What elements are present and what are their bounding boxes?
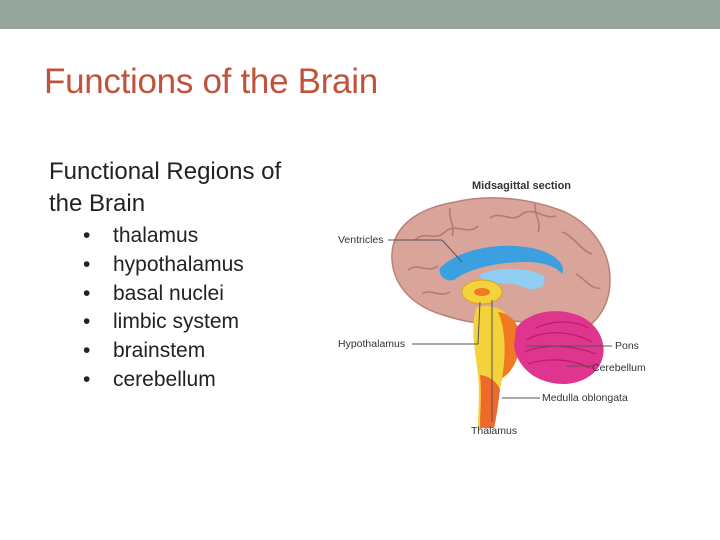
label-thalamus: Thalamus (471, 425, 518, 437)
bullet-text: cerebellum (113, 367, 216, 391)
bullet-text: thalamus (113, 224, 199, 247)
bullet-item: • limbic system (83, 308, 244, 337)
section-heading: Functional Regions of the Brain (49, 156, 319, 220)
bullet-icon: • (83, 339, 91, 363)
bullet-icon: • (83, 281, 91, 305)
label-cerebellum: Cerebellum (592, 362, 646, 374)
bullet-item: • thalamus (83, 222, 244, 251)
medulla-shape (480, 375, 500, 428)
label-ventricles: Ventricles (338, 234, 384, 246)
label-pons: Pons (615, 340, 639, 352)
bullet-icon: • (83, 252, 91, 276)
bullet-item: • hypothalamus (83, 251, 244, 280)
bullet-icon: • (83, 224, 91, 247)
thalamus-center (474, 288, 490, 296)
bullet-list: • thalamus • hypothalamus • basal nuclei • l… (83, 222, 244, 395)
bullet-text: brainstem (113, 339, 206, 363)
bullet-item: • basal nuclei (83, 280, 244, 309)
section-heading-text: Functional Regions of the Brain (49, 158, 282, 217)
ventricle (439, 245, 564, 281)
bullet-text: limbic system (113, 310, 240, 334)
slide-title: Functions of the Brain (44, 62, 378, 101)
bullet-icon: • (83, 367, 91, 391)
bullet-icon: • (83, 310, 91, 334)
brain-figure: Midsagittal section Ventricles Hypothala… (330, 170, 670, 440)
bullet-text: hypothalamus (113, 252, 244, 276)
lateral-ventricle-shape (480, 268, 545, 290)
bullet-text: basal nuclei (113, 281, 224, 305)
brain-illustration (388, 197, 612, 428)
bullet-item: • brainstem (83, 337, 244, 366)
figure-heading: Midsagittal section (472, 180, 572, 192)
label-hypothalamus: Hypothalamus (338, 338, 406, 350)
pons-shape (498, 312, 521, 378)
gyri-lines (407, 203, 601, 295)
top-bar (0, 0, 720, 29)
bullet-item: • cerebellum (83, 366, 244, 395)
leader-lines (388, 239, 612, 422)
label-medulla-oblongata: Medulla oblongata (542, 392, 628, 404)
